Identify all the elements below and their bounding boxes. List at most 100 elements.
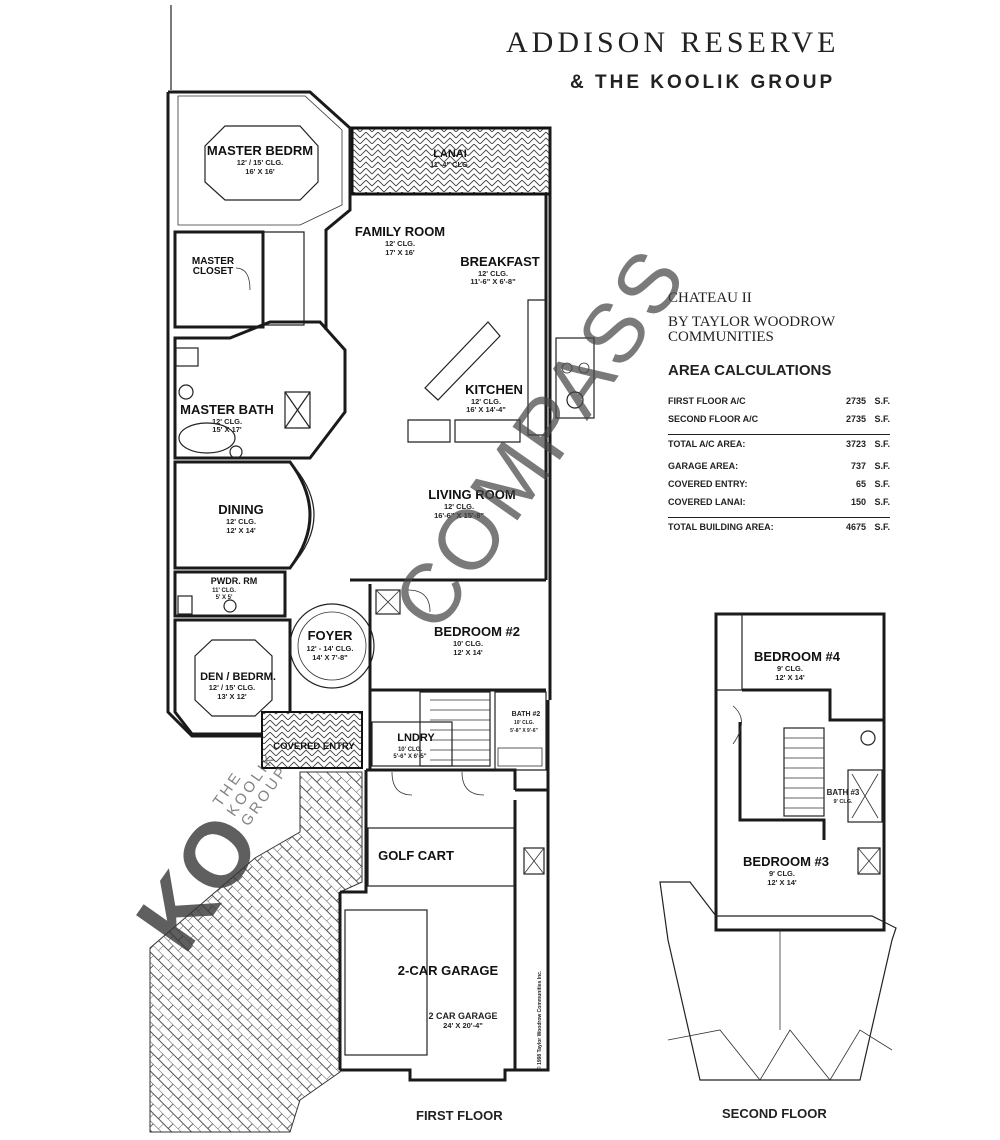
bath2-tub — [497, 747, 543, 767]
bedroom4-closet — [716, 613, 743, 691]
dining-arch — [289, 461, 315, 569]
closet-door-swing — [235, 267, 251, 291]
kitchen-appliance-bank — [555, 337, 595, 419]
area-unit: S.F. — [874, 522, 890, 532]
label-breakfast: BREAKFAST — [460, 254, 540, 269]
area-unit: S.F. — [874, 414, 890, 424]
master-wing-wall — [168, 90, 352, 330]
hall-door-swing — [732, 705, 742, 745]
powder-room-walls — [173, 570, 287, 618]
dim-bath-3-clg: 9' CLG. — [833, 799, 853, 805]
dim-pwdr-clg: 11' CLG. — [212, 588, 236, 594]
burner-2 — [578, 362, 590, 374]
label-bedroom-2: BEDROOM #2 — [434, 624, 520, 639]
area-row-grand-total: TOTAL BUILDING AREA: 4675 S.F. — [668, 517, 890, 540]
area-label: SECOND FLOOR A/C — [668, 414, 759, 424]
den-tray-ceiling — [194, 639, 273, 717]
kitchen-island — [424, 321, 501, 401]
bath3-sink — [860, 730, 876, 746]
label-family-room: FAMILY ROOM — [355, 224, 445, 239]
closet-x — [375, 589, 401, 615]
dim-living-room: 16'-6" X 15'-8" — [434, 511, 484, 520]
dim-kitchen-clg: 12' CLG. — [471, 397, 501, 406]
dim-dining: 12' X 14' — [226, 526, 256, 535]
dim-foyer: 14' X 7'-8" — [312, 653, 348, 662]
dim-master-bedrm: 16' X 16' — [245, 167, 275, 176]
label-dining: DINING — [218, 502, 264, 517]
bedroom2-closet — [375, 589, 401, 615]
dim-bedroom-3: 12' X 14' — [767, 878, 797, 887]
garage-door-swings — [391, 771, 485, 796]
label-bath-2: BATH #2 — [512, 711, 541, 718]
builder-name: BY TAYLOR WOODROW COMMUNITIES — [668, 314, 835, 345]
dim-lndry: 5'-6" X 6'-5" — [393, 754, 426, 760]
label-garage-sub: 2 CAR GARAGE — [428, 1011, 497, 1021]
dim-bedroom-3-clg: 9' CLG. — [769, 869, 795, 878]
area-unit: S.F. — [874, 396, 890, 406]
dim-family-room: 17' X 16' — [385, 248, 415, 257]
bath2-walls — [494, 691, 547, 771]
area-label: GARAGE AREA: — [668, 461, 739, 471]
stair-treads-first — [430, 699, 490, 761]
label-den-bedrm: DEN / BEDRM. — [200, 671, 276, 683]
label-pwdr-rm: PWDR. RM — [211, 576, 258, 586]
area-label: TOTAL BUILDING AREA: — [668, 522, 774, 532]
closet-passage — [263, 231, 305, 326]
golf-cart-bay — [367, 827, 515, 887]
dim-bedroom-2-clg: 10' CLG. — [453, 639, 483, 648]
bath3-shower — [847, 769, 883, 823]
area-value: 4675 — [845, 522, 866, 532]
dim-lndry-clg: 10' CLG. — [398, 747, 422, 753]
sink-master-1 — [178, 384, 194, 400]
label-garage: 2-CAR GARAGE — [398, 963, 499, 978]
label-kitchen: KITCHEN — [465, 382, 523, 397]
master-bedroom-tray-ceiling — [204, 125, 319, 201]
area-unit: S.F. — [874, 479, 890, 489]
roof-hips — [667, 1029, 893, 1081]
area-unit: S.F. — [874, 461, 890, 471]
bedroom4-south-wall — [742, 688, 884, 722]
staircase-second — [783, 727, 825, 817]
cooktop — [566, 391, 584, 409]
sink-master-2 — [229, 445, 243, 459]
label-covered-entry: COVERED ENTRY — [273, 741, 355, 752]
label-golf-cart: GOLF CART — [378, 848, 454, 863]
dim-kitchen: 16' X 14'-4" — [466, 405, 506, 414]
second-floor-outline — [714, 612, 886, 932]
powder-sink — [223, 599, 237, 613]
foyer-rotunda-inner — [297, 611, 367, 681]
area-value: 65 — [855, 479, 866, 489]
dim-den: 13' X 12' — [217, 692, 247, 701]
bedroom3-closet-x — [857, 847, 881, 875]
label-bath-3: BATH #3 — [827, 788, 860, 797]
dim-master-bath-clg: 12' CLG. — [212, 417, 242, 426]
lanai-area — [350, 126, 552, 196]
kitchen-counter — [407, 419, 521, 443]
label-lndry: LNDRY — [397, 732, 435, 744]
dim-bath-2-clg: 10' CLG. — [514, 720, 535, 726]
brand-title: ADDISON RESERVE — [506, 26, 840, 59]
label-master-bedrm: MASTER BEDRM — [207, 143, 313, 158]
label-master-closet-2: CLOSET — [193, 266, 234, 277]
stair-treads-second — [784, 737, 824, 809]
garage-equipment — [523, 847, 545, 875]
dim-breakfast: 11'-6" X 6'-8" — [470, 277, 516, 286]
burner-1 — [561, 362, 573, 374]
area-unit: S.F. — [874, 439, 890, 449]
garage-equipment-x — [523, 847, 545, 875]
bedroom2-door-swing — [407, 589, 431, 613]
master-closet-walls — [173, 230, 265, 329]
dim-garage: 24' X 20'-4" — [443, 1021, 483, 1030]
garage-east-wall — [513, 700, 550, 1072]
garage-front-wall — [338, 892, 515, 1082]
dim-family-room-clg: 12' CLG. — [385, 239, 415, 248]
master-bath-walls — [173, 320, 347, 460]
area-label: TOTAL A/C AREA: — [668, 439, 746, 449]
roof-outline — [659, 881, 897, 1081]
label-foyer: FOYER — [308, 628, 353, 643]
